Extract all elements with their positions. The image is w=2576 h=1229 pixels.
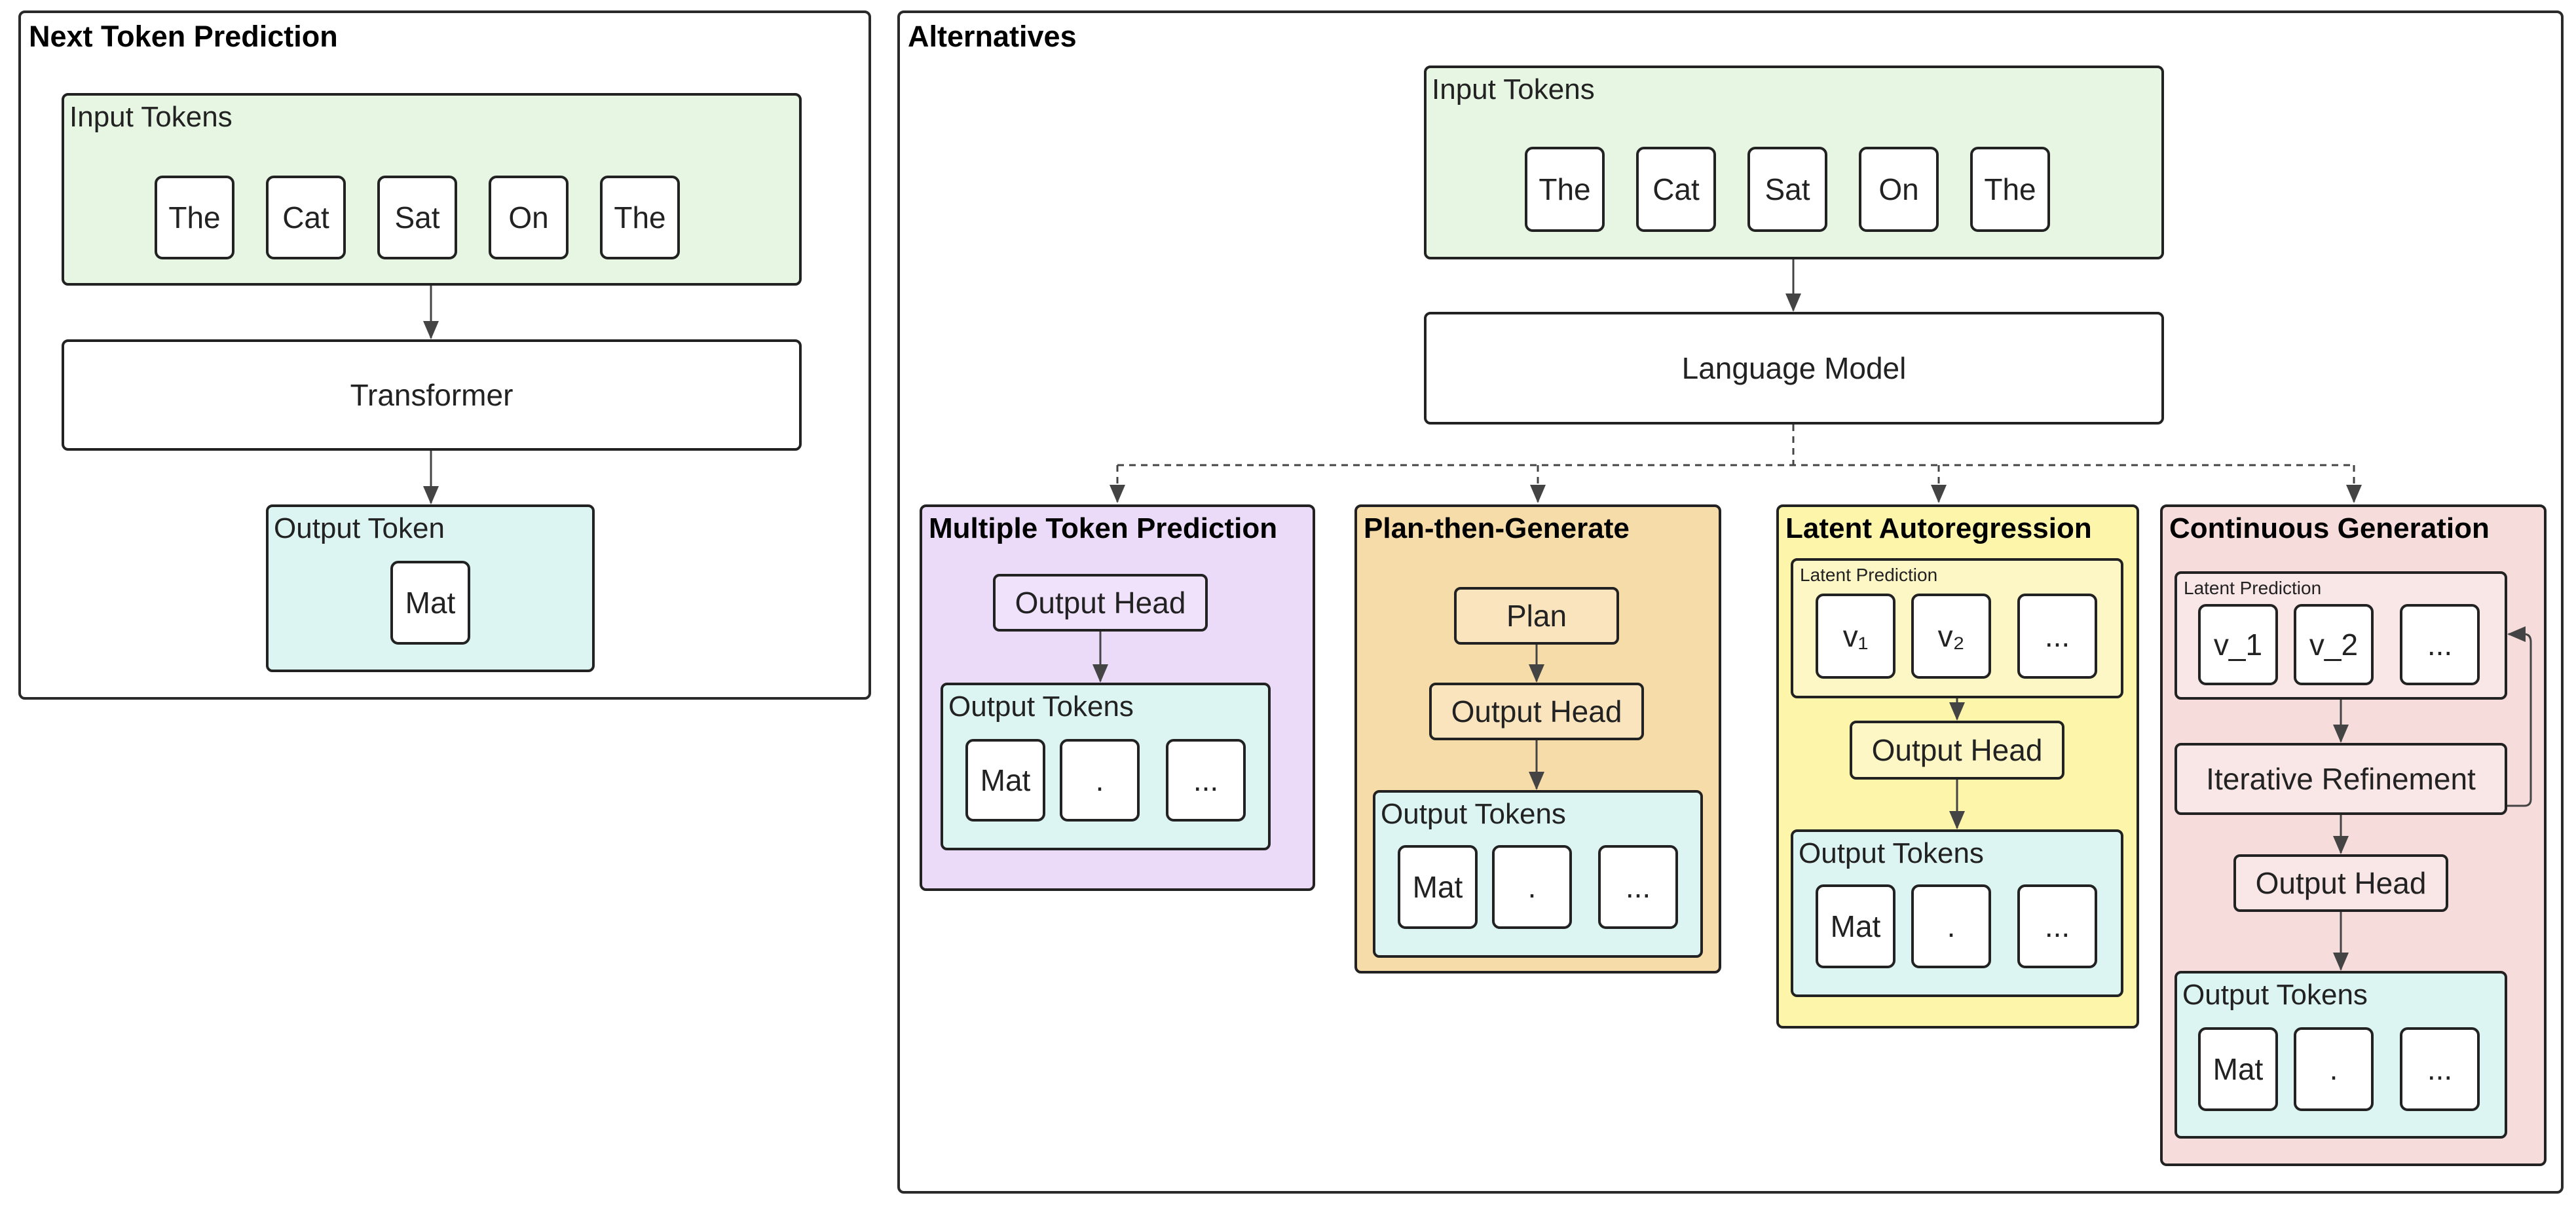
section-title: Latent Autoregression bbox=[1785, 512, 2092, 544]
token: The bbox=[1970, 147, 2050, 232]
group-label: Output Tokens bbox=[1381, 798, 1566, 830]
token: ... bbox=[1598, 845, 1678, 929]
token: Mat bbox=[1816, 884, 1895, 968]
token: The bbox=[600, 176, 680, 259]
token: On bbox=[489, 176, 569, 259]
token: Mat bbox=[390, 561, 470, 645]
token: . bbox=[1911, 884, 1991, 968]
plan-node: Plan bbox=[1454, 587, 1619, 645]
output-head-node: Output Head bbox=[1850, 721, 2064, 780]
group-label: Latent Prediction bbox=[2184, 578, 2322, 598]
token: Sat bbox=[377, 176, 457, 259]
group-label: Input Tokens bbox=[69, 101, 233, 133]
token: Cat bbox=[1636, 147, 1716, 232]
token: Sat bbox=[1747, 147, 1827, 232]
token: ... bbox=[2400, 1027, 2480, 1111]
output-head-node: Output Head bbox=[993, 574, 1208, 632]
transformer-node: Transformer bbox=[62, 339, 802, 451]
token: Mat bbox=[2198, 1027, 2278, 1111]
token: v₁ bbox=[1816, 594, 1895, 679]
token: Mat bbox=[965, 739, 1045, 822]
token: Mat bbox=[1398, 845, 1478, 929]
token: ... bbox=[2017, 594, 2097, 679]
token: ... bbox=[1166, 739, 1246, 822]
group-label: Output Tokens bbox=[948, 690, 1134, 723]
group-label: Output Tokens bbox=[2182, 979, 2368, 1011]
token: v₂ bbox=[1911, 594, 1991, 679]
token: ... bbox=[2017, 884, 2097, 968]
token: On bbox=[1859, 147, 1939, 232]
iterative-refinement-node: Iterative Refinement bbox=[2175, 743, 2507, 815]
section-title: Multiple Token Prediction bbox=[929, 512, 1278, 544]
output-head-node: Output Head bbox=[2233, 854, 2448, 912]
token: The bbox=[155, 176, 234, 259]
section-title: Plan-then-Generate bbox=[1364, 512, 1630, 544]
token: v_1 bbox=[2198, 604, 2278, 685]
token: . bbox=[1492, 845, 1572, 929]
section-title: Continuous Generation bbox=[2169, 512, 2490, 544]
output-head-node: Output Head bbox=[1429, 683, 1644, 740]
group-label: Output Token bbox=[274, 512, 445, 544]
token: v_2 bbox=[2294, 604, 2374, 685]
panel-title: Next Token Prediction bbox=[29, 20, 338, 53]
token: . bbox=[2294, 1027, 2374, 1111]
language-model-node: Language Model bbox=[1424, 312, 2164, 425]
token: Cat bbox=[266, 176, 346, 259]
group-label: Input Tokens bbox=[1432, 73, 1595, 105]
token: The bbox=[1525, 147, 1605, 232]
token: . bbox=[1060, 739, 1140, 822]
group-label: Output Tokens bbox=[1799, 837, 1984, 869]
token: ... bbox=[2400, 604, 2480, 685]
group-label: Latent Prediction bbox=[1800, 565, 1938, 585]
panel-title: Alternatives bbox=[908, 20, 1077, 53]
